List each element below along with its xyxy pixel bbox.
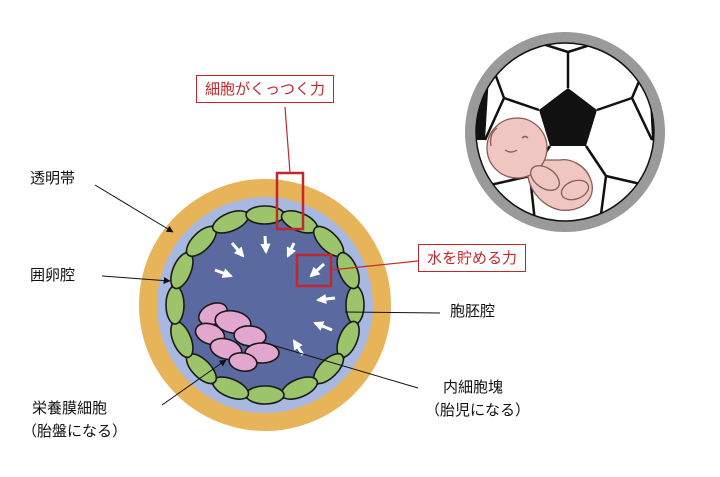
inner-cell-mass bbox=[194, 302, 280, 372]
label-zona-pellucida: 透明帯 bbox=[30, 169, 76, 187]
soccer-ball-icon bbox=[465, 32, 665, 232]
trophectoderm-cell bbox=[245, 205, 285, 225]
trophectoderm-cell bbox=[345, 285, 365, 325]
label-inner-cell-mass-note: （胎児になる） bbox=[425, 401, 531, 419]
callout-water-storage-force: 水を貯める力 bbox=[418, 244, 527, 272]
trophectoderm-cells bbox=[165, 205, 365, 405]
fetus-icon bbox=[486, 117, 593, 211]
label-trophectoderm-note: （胎盤になる） bbox=[22, 422, 128, 440]
label-trophectoderm: 栄養膜細胞 bbox=[32, 399, 108, 417]
label-blastocoel: 胞胚腔 bbox=[450, 302, 496, 320]
adhesion-callout-line bbox=[284, 106, 291, 174]
label-inner-cell-mass: 内細胞塊 bbox=[443, 378, 504, 396]
trophectoderm-cell bbox=[245, 385, 285, 405]
trophectoderm-cell bbox=[165, 285, 185, 325]
callout-adhesion-force: 細胞がくっつく力 bbox=[196, 75, 335, 103]
leader-lines bbox=[94, 184, 441, 406]
water-pressure-arrows bbox=[214, 235, 336, 356]
water-callout-line bbox=[330, 260, 419, 271]
label-perivitelline-space: 囲卵腔 bbox=[30, 266, 76, 284]
water-storage-highlight bbox=[295, 253, 333, 288]
